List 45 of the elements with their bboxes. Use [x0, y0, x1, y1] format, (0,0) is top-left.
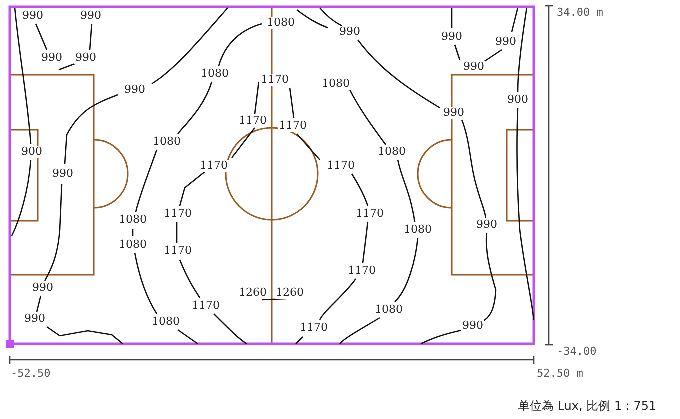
isolux-value: 990 [338, 26, 362, 38]
isolux-value: 990 [442, 107, 466, 119]
isolux-value: 990 [40, 52, 64, 64]
isolux-value: 1170 [191, 300, 221, 312]
isolux-value: 900 [20, 146, 44, 158]
isolux-value: 1080 [266, 17, 296, 29]
isolux-value: 1080 [321, 78, 351, 90]
isolux-value: 990 [80, 10, 102, 22]
dimension-value: -34.00 [556, 346, 598, 358]
isolux-value: 990 [22, 10, 44, 22]
isolux-value: 900 [506, 94, 530, 106]
isolux-value: 1260 [275, 287, 305, 299]
isolux-value: 1080 [377, 146, 407, 158]
isolux-value: 1170 [199, 160, 229, 172]
isolux-value: 990 [476, 219, 498, 231]
isolux-value: 990 [462, 61, 486, 73]
isolux-value: 1170 [326, 160, 356, 172]
isolux-value: 1170 [238, 115, 268, 127]
isolux-value: 1170 [278, 120, 308, 132]
isolux-value: 990 [440, 31, 464, 43]
isolux-value: 1170 [163, 245, 193, 257]
isolux-value: 1080 [403, 224, 433, 236]
isolux-value: 990 [52, 168, 74, 180]
caption: 单位為 Lux, 比例 1 : 751 [518, 398, 657, 415]
isolux-value: 990 [462, 320, 484, 332]
isolux-value: 1170 [355, 208, 385, 220]
isolux-value: 1080 [118, 239, 148, 251]
isolux-value: 1260 [238, 287, 268, 299]
isolux-value: 1170 [299, 322, 329, 334]
isolux-value: 1080 [200, 68, 230, 80]
isolux-value: 1170 [163, 208, 193, 220]
isolux-value: 990 [494, 36, 518, 48]
dimension-value: 52.50 m [536, 368, 584, 380]
isolux-value: 990 [24, 313, 46, 325]
isolux-value: 990 [74, 52, 98, 64]
dimension-value: -52.50 [10, 368, 52, 380]
dimension-value: 34.00 m [556, 7, 604, 19]
isolux-value: 1080 [374, 304, 404, 316]
isolux-value: 990 [124, 84, 146, 96]
isolux-value: 1080 [152, 136, 182, 148]
isolux-value: 1170 [347, 265, 377, 277]
isolux-value: 1170 [260, 74, 290, 86]
isolux-value: 1080 [151, 316, 181, 328]
isolux-value: 1080 [118, 214, 148, 226]
isolux-value: 990 [32, 282, 54, 294]
